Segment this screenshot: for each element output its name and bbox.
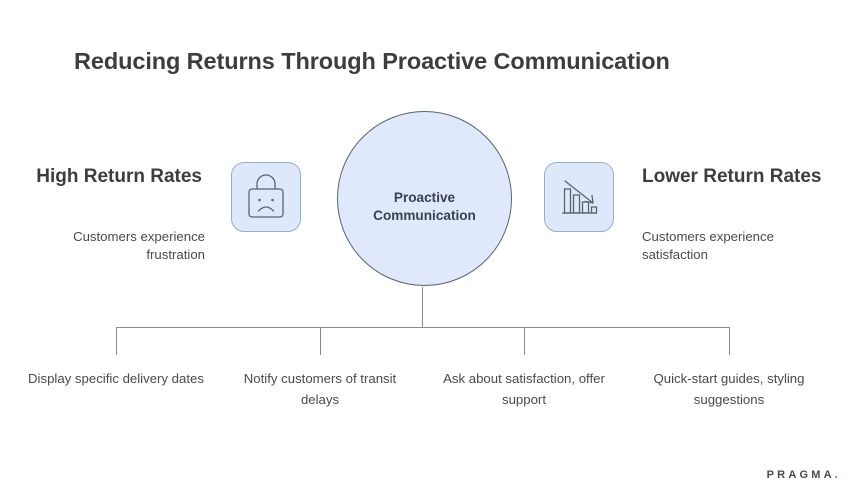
center-node-proactive-communication: Proactive Communication	[337, 111, 512, 286]
right-heading: Lower Return Rates	[642, 166, 822, 187]
connector-stem	[422, 287, 423, 328]
brand-name: PRAGMA	[766, 469, 835, 481]
branch-caption-4: Quick-start guides, styling suggestions	[653, 371, 805, 407]
branch-caption-1: Display specific delivery dates	[28, 371, 204, 386]
sad-shopping-bag-icon	[232, 163, 300, 231]
connector-drop-1	[116, 327, 117, 355]
brand-logo: PRAGMA.	[767, 469, 841, 481]
page-title: Reducing Returns Through Proactive Commu…	[74, 48, 670, 74]
sad-shopping-bag-icon-tile	[231, 162, 301, 232]
connector-drop-3	[524, 327, 525, 355]
left-subtext: Customers experience frustration	[73, 229, 205, 262]
brand-dot: .	[834, 469, 841, 481]
branch-caption-2: Notify customers of transit delays	[243, 371, 397, 407]
left-heading: High Return Rates	[36, 166, 202, 187]
declining-bar-chart-icon	[545, 163, 613, 231]
connector-horizontal-bar	[116, 327, 730, 328]
connector-drop-2	[320, 327, 321, 355]
connector-drop-4	[729, 327, 730, 355]
declining-bar-chart-icon-tile	[544, 162, 614, 232]
branch-caption-3: Ask about satisfaction, offer support	[443, 371, 605, 407]
right-subtext: Customers experience satisfaction	[642, 229, 774, 262]
center-node-label: Proactive Communication	[373, 189, 476, 223]
